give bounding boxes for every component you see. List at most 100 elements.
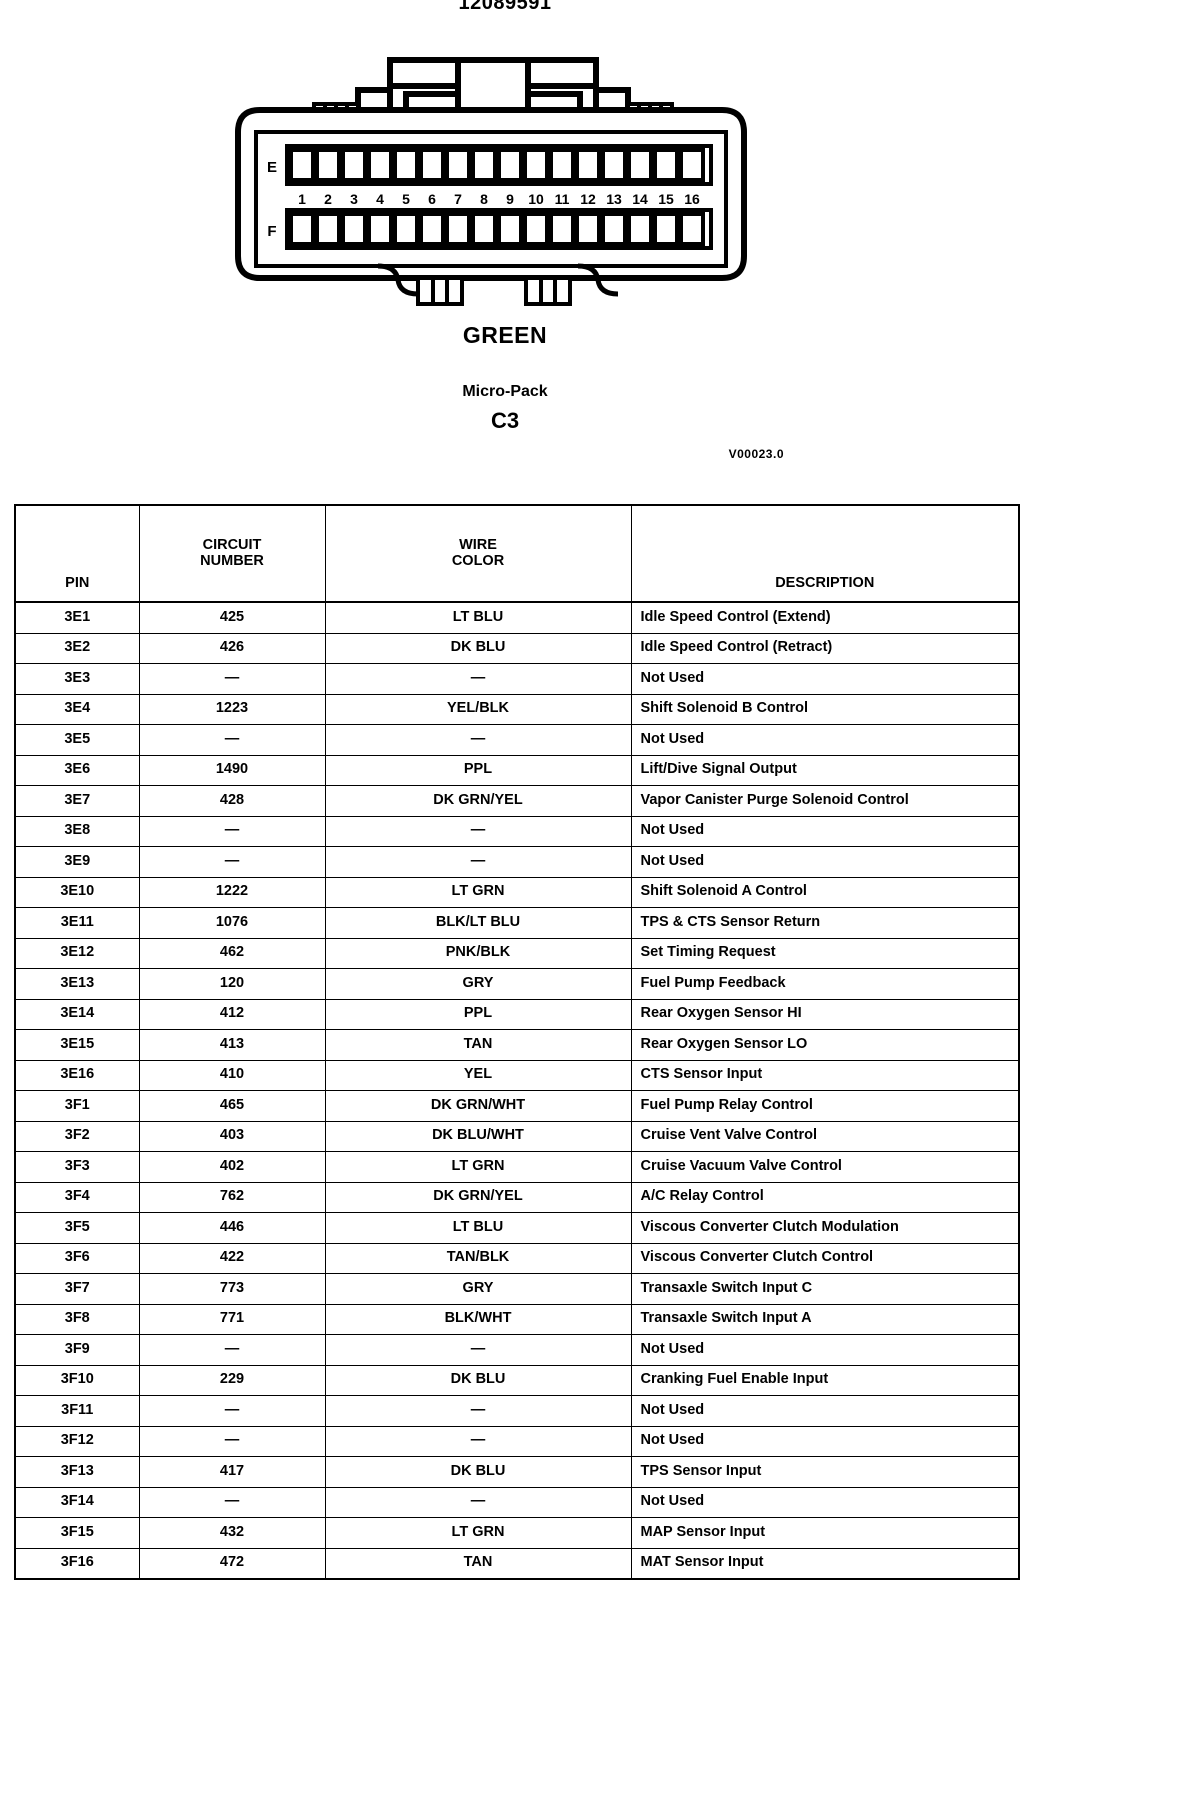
cell-wire-color: —: [324, 1486, 632, 1518]
cell-pin: 3E11: [14, 907, 140, 939]
cell-pin: 3F8: [14, 1303, 140, 1335]
cell-pin: 3E4: [14, 693, 140, 725]
cell-description: Not Used: [630, 663, 1020, 695]
cell-circuit-number: 1490: [138, 754, 326, 786]
cell-wire-color: —: [324, 846, 632, 878]
cell-wire-color: DK GRN/YEL: [324, 1181, 632, 1213]
cell-circuit-number: 417: [138, 1456, 326, 1488]
header-wire-color: WIRE COLOR: [324, 504, 632, 603]
cavity-number: 11: [555, 191, 570, 207]
cell-circuit-number: 120: [138, 968, 326, 1000]
cell-pin: 3F1: [14, 1090, 140, 1122]
cell-description: TPS & CTS Sensor Return: [630, 907, 1020, 939]
cell-circuit-number: 425: [138, 601, 326, 634]
connector-color-label: GREEN: [462, 322, 548, 348]
cavity-number: 14: [632, 191, 648, 207]
cavity-number: 9: [506, 191, 514, 207]
header-circuit-number-line2: NUMBER: [200, 552, 264, 569]
cell-pin: 3E13: [14, 968, 140, 1000]
cavity-number: 8: [480, 191, 488, 207]
cavity-number: 4: [376, 191, 384, 207]
cell-wire-color: —: [324, 724, 632, 756]
cavity-number: 3: [350, 191, 358, 207]
cell-pin: 3E16: [14, 1059, 140, 1091]
row-label-f: F: [267, 223, 276, 240]
part-number-label: 12089591: [458, 0, 552, 14]
cell-circuit-number: —: [138, 1395, 326, 1427]
cavity-number: 5: [402, 191, 410, 207]
cell-wire-color: —: [324, 663, 632, 695]
cell-wire-color: DK BLU/WHT: [324, 1120, 632, 1152]
cell-circuit-number: 426: [138, 632, 326, 664]
cell-wire-color: LT GRN: [324, 1517, 632, 1549]
cell-pin: 3E15: [14, 1029, 140, 1061]
cell-description: A/C Relay Control: [630, 1181, 1020, 1213]
cell-wire-color: GRY: [324, 1273, 632, 1305]
table-row: 3F11——Not Used: [14, 1395, 1020, 1427]
cell-description: Transaxle Switch Input C: [630, 1273, 1020, 1305]
cell-wire-color: DK BLU: [324, 632, 632, 664]
cell-wire-color: —: [324, 1395, 632, 1427]
cell-description: Not Used: [630, 1486, 1020, 1518]
cell-wire-color: DK BLU: [324, 1364, 632, 1396]
cell-pin: 3E6: [14, 754, 140, 786]
cell-circuit-number: 412: [138, 998, 326, 1030]
cell-circuit-number: 472: [138, 1547, 326, 1580]
revision-code-label: V00023.0: [728, 447, 784, 461]
cell-wire-color: BLK/WHT: [324, 1303, 632, 1335]
cell-pin: 3F7: [14, 1273, 140, 1305]
cell-wire-color: PPL: [324, 998, 632, 1030]
cell-circuit-number: 413: [138, 1029, 326, 1061]
cell-circuit-number: 446: [138, 1212, 326, 1244]
cell-circuit-number: 465: [138, 1090, 326, 1122]
cell-description: Shift Solenoid B Control: [630, 693, 1020, 725]
connector-diagram-block: 12089591: [0, 0, 1184, 540]
cell-description: CTS Sensor Input: [630, 1059, 1020, 1091]
cavity-number: 16: [684, 191, 700, 207]
cell-pin: 3E14: [14, 998, 140, 1030]
cell-circuit-number: 1222: [138, 876, 326, 908]
cell-wire-color: —: [324, 815, 632, 847]
cell-description: Cruise Vent Valve Control: [630, 1120, 1020, 1152]
cell-pin: 3F12: [14, 1425, 140, 1457]
cavity-number: 15: [658, 191, 674, 207]
cell-description: Cruise Vacuum Valve Control: [630, 1151, 1020, 1183]
cell-circuit-number: 1076: [138, 907, 326, 939]
header-description: DESCRIPTION: [630, 504, 1020, 603]
cell-pin: 3F3: [14, 1151, 140, 1183]
cell-wire-color: DK BLU: [324, 1456, 632, 1488]
cell-circuit-number: —: [138, 1486, 326, 1518]
cell-pin: 3F6: [14, 1242, 140, 1274]
cell-circuit-number: 428: [138, 785, 326, 817]
table-row: 3E8——Not Used: [14, 815, 1020, 847]
cell-circuit-number: —: [138, 724, 326, 756]
header-wire-color-line2: COLOR: [451, 552, 505, 569]
cell-circuit-number: 1223: [138, 693, 326, 725]
table-row: 3F14——Not Used: [14, 1486, 1020, 1518]
cell-pin: 3F16: [14, 1547, 140, 1580]
cell-wire-color: YEL: [324, 1059, 632, 1091]
table-row: 3F9——Not Used: [14, 1334, 1020, 1366]
cell-wire-color: —: [324, 1334, 632, 1366]
cell-pin: 3F14: [14, 1486, 140, 1518]
table-row: 3E5——Not Used: [14, 724, 1020, 756]
cell-circuit-number: —: [138, 663, 326, 695]
cell-description: Not Used: [630, 846, 1020, 878]
